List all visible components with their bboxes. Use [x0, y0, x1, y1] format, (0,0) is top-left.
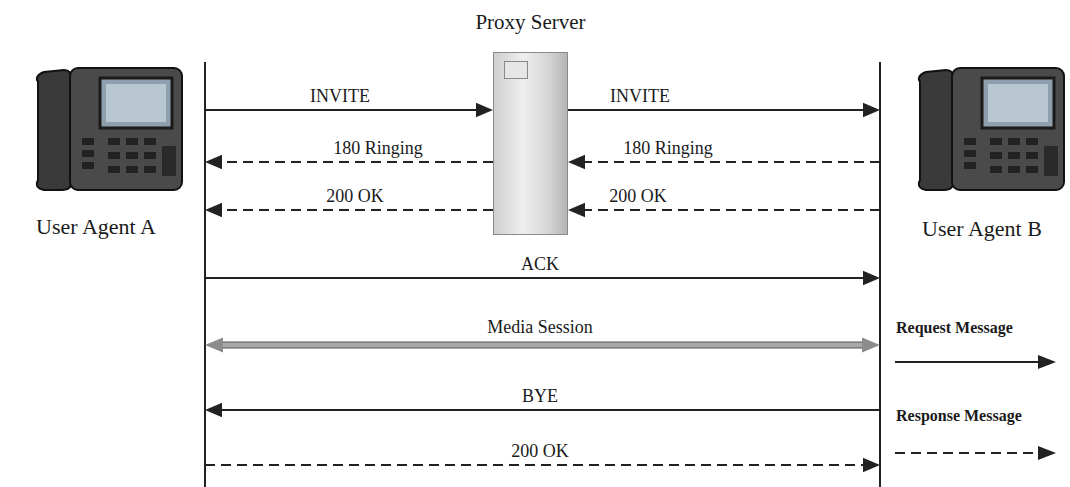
node-heading: Proxy Server	[475, 9, 585, 35]
lifeline	[204, 62, 206, 487]
message-label: 200 OK	[606, 186, 670, 206]
agent-label: User Agent A	[36, 214, 156, 240]
legend-text: Request Message	[896, 318, 1013, 338]
node-label: User Agent B	[922, 216, 1042, 242]
legend-sample	[895, 355, 1056, 369]
message-label: 200 OK	[508, 441, 572, 461]
proxy-server: Proxy Server	[493, 52, 568, 235]
message-label: INVITE	[607, 86, 673, 106]
legend-sample	[895, 446, 1056, 460]
message-label: INVITE	[307, 86, 373, 106]
ip-phone-icon	[37, 68, 182, 190]
message-label: Media Session	[484, 317, 596, 337]
server-panel	[504, 61, 528, 79]
message-label: 180 Ringing	[620, 138, 716, 158]
lifeline	[879, 62, 881, 487]
message-label: BYE	[519, 386, 561, 406]
message-label: ACK	[518, 254, 562, 274]
legend-text: Response Message	[896, 406, 1022, 426]
message-label: 180 Ringing	[330, 138, 426, 158]
ip-phone-icon	[919, 68, 1064, 190]
agent-label: User Agent B	[922, 216, 1042, 242]
message-label: 200 OK	[323, 186, 387, 206]
node-label: User Agent A	[36, 214, 156, 240]
media-arrow	[205, 337, 880, 352]
response-arrow	[568, 155, 880, 169]
